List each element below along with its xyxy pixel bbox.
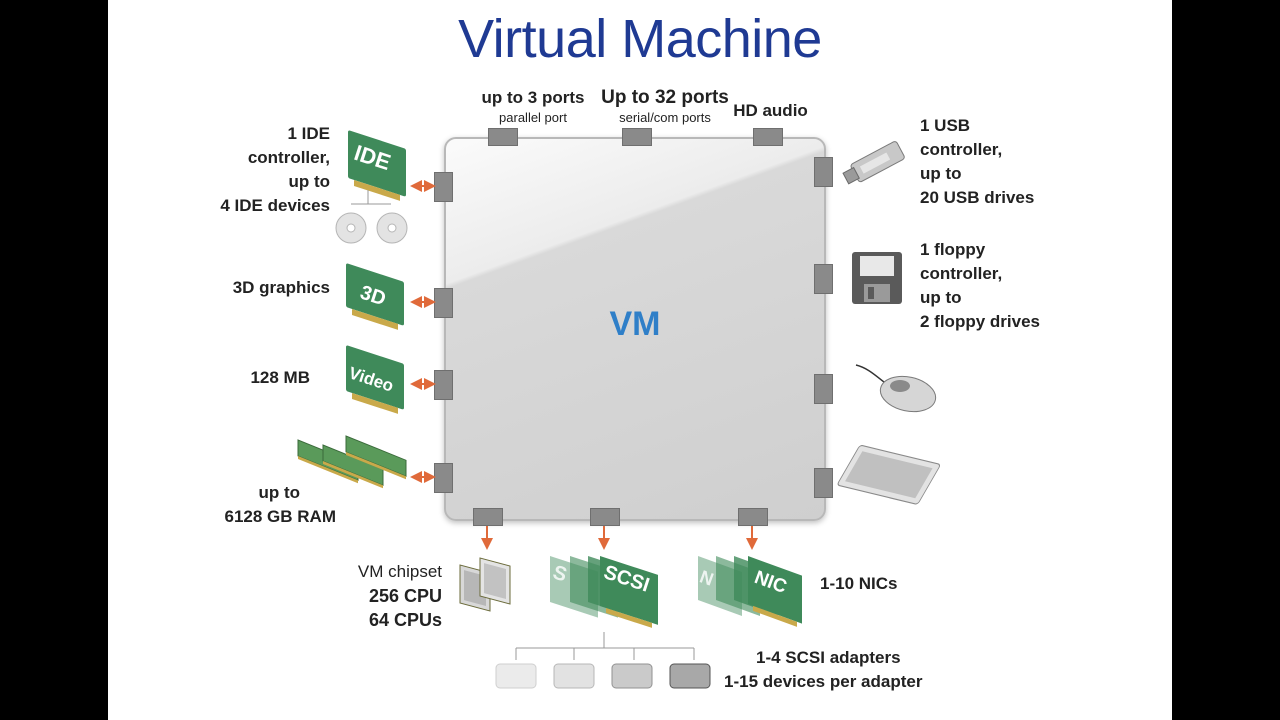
ide-label: 1 IDE controller, up to 4 IDE devices (208, 122, 330, 218)
ide-discs (335, 190, 408, 244)
floppy-port (814, 264, 833, 294)
usb-label: 1 USB controller, up to 20 USB drives (920, 114, 1100, 210)
hard-drive-icon (553, 663, 595, 689)
scsi-adapters-label: 1-4 SCSI adapters (756, 648, 901, 667)
scsi-device-tree (495, 632, 711, 689)
floppy-label: 1 floppy controller, up to 2 floppy driv… (920, 238, 1100, 334)
keyboard-port (814, 468, 833, 498)
parallel-port-count: up to 3 ports (481, 88, 585, 107)
parallel-port-caption: parallel port (499, 110, 567, 125)
graphics-label: 3D graphics (232, 278, 330, 297)
floppy-label-line: 1 floppy (920, 240, 986, 259)
parallel-port (488, 128, 518, 146)
serial-port-label: Up to 32 ports serial/com ports (580, 86, 750, 126)
nic-port (738, 508, 768, 526)
hard-drive-icon (669, 663, 711, 689)
parallel-port-label: up to 3 ports parallel port (438, 86, 628, 126)
floppy-label-line: 2 floppy drives (920, 312, 1040, 331)
chipset-label-line: 256 CPU (368, 586, 442, 606)
scsi-port (590, 508, 620, 526)
chipset-label-line: 64 CPUs (368, 610, 442, 630)
video-card (346, 345, 404, 414)
ide-card (348, 130, 406, 201)
hard-drive-icon (611, 663, 653, 689)
mouse-port (814, 374, 833, 404)
serial-port (622, 128, 652, 146)
cpu-chips (459, 557, 511, 612)
usb-label-line: 20 USB drives (920, 188, 1035, 207)
chipset-label: VM chipset 256 CPU 64 CPUs (308, 560, 442, 632)
slide: Virtual Machine up to 3 ports parallel p… (108, 0, 1172, 720)
ram-label-line: 6128 GB RAM (224, 507, 336, 526)
scsi-cards (550, 556, 658, 628)
video-memory-label: 128 MB (250, 368, 310, 387)
ide-label-line: 4 IDE devices (220, 196, 330, 215)
ram-sticks (297, 435, 407, 489)
ide-label-line: controller, (247, 148, 330, 167)
graphics-card (346, 263, 404, 330)
audio-port (753, 128, 783, 146)
left-arrows (410, 180, 436, 483)
usb-label-line: 1 USB (920, 116, 971, 135)
page-title: Virtual Machine (458, 9, 822, 69)
vm-box (444, 137, 826, 521)
ram-label-line: up to (258, 483, 300, 502)
diagram-graphics (297, 130, 941, 689)
hd-audio-label: HD audio (733, 101, 808, 120)
usb-label-line: up to (920, 164, 962, 183)
serial-port-count: Up to 32 ports (601, 87, 729, 108)
serial-port-caption: serial/com ports (619, 110, 711, 125)
floppy-label-line: controller, (920, 264, 1003, 283)
hard-drive-icon (495, 663, 537, 689)
nic-cards (698, 556, 802, 627)
chipset-port (473, 508, 503, 526)
chipset-label-line: VM chipset (357, 562, 442, 581)
usb-label-line: controller, (920, 140, 1003, 159)
scsi-label: 1-4 SCSI adapters 1-15 devices per adapt… (724, 646, 964, 694)
ram-label: up to 6128 GB RAM (168, 481, 336, 529)
floppy-label-line: up to (920, 288, 962, 307)
mouse-icon (855, 364, 937, 413)
nics-label: 1-10 NICs (820, 574, 898, 593)
keyboard-icon (837, 445, 941, 505)
scsi-devices-label: 1-15 devices per adapter (724, 672, 923, 691)
bottom-arrows (481, 526, 758, 550)
ide-label-line: up to (288, 172, 330, 191)
ide-label-line: 1 IDE (287, 124, 330, 143)
usb-drive-icon (842, 141, 905, 185)
usb-port (814, 157, 833, 187)
vm-label: VM (609, 305, 661, 343)
floppy-icon (852, 252, 902, 304)
